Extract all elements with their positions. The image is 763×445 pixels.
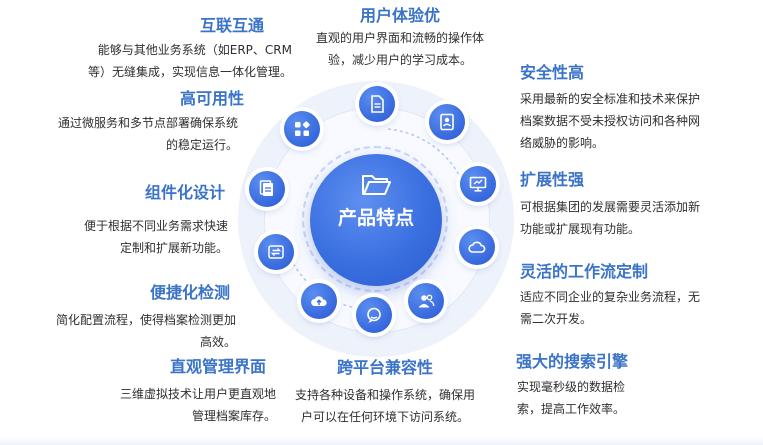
node-monitor (460, 166, 496, 202)
node-sync (258, 234, 294, 270)
feature-desc: 管理档案库存。 (191, 409, 276, 423)
feature-title: 灵活的工作流定制 (520, 262, 649, 281)
bottom-strip (0, 437, 763, 445)
node-users (408, 283, 444, 319)
feature-desc: 直观的用户界面和流畅的操作体 (315, 31, 484, 45)
feature-desc: 适应不同企业的复杂业务流程，无 (520, 290, 701, 304)
feature-title: 扩展性强 (520, 170, 585, 189)
file-copy-icon (259, 180, 273, 196)
feature-desc: 便于根据不同业务需求快速 (83, 219, 228, 233)
node-cloud (459, 229, 495, 265)
feature-desc: 支持各种设备和操作系统，确保用 (294, 388, 475, 402)
feature-title: 高可用性 (180, 89, 245, 108)
feature-title: 安全性高 (520, 63, 585, 82)
sync-icon (268, 245, 284, 259)
feature-desc: 高效。 (199, 335, 236, 349)
feature-desc: 能够与其他业务系统（如ERP、CRM (97, 43, 292, 57)
feature-desc: 索，提高工作效率。 (517, 402, 626, 416)
feature-desc: 三维虚拟技术让用户更直观地 (119, 387, 276, 401)
chat-icon (367, 307, 381, 323)
feature-desc: 等）无缝集成，实现信息一体化管理。 (87, 65, 292, 79)
feature-title: 直观管理界面 (170, 357, 267, 376)
feature-desc: 实现毫秒级的数据检 (517, 380, 626, 394)
node-file-copy (249, 171, 285, 207)
node-contact-book (429, 104, 465, 140)
hub-title: 产品特点 (337, 207, 414, 229)
node-cloud-upload (301, 283, 337, 319)
feature-title: 组件化设计 (145, 183, 226, 202)
feature-desc: 户可以在任何环境下访问系统。 (300, 410, 469, 424)
node-apps-grid (284, 111, 320, 147)
feature-title: 跨平台兼容性 (336, 358, 433, 377)
folder-open-icon (362, 175, 391, 195)
hub-dashed-ring (302, 146, 448, 292)
feature-desc: 验，减少用户的学习成本。 (327, 53, 472, 67)
node-document (359, 86, 395, 122)
contact-book-icon (440, 113, 454, 131)
feature-desc: 的稳定运行。 (165, 138, 238, 152)
feature-desc: 需二次开发。 (520, 312, 593, 326)
center-hub (310, 154, 442, 286)
feature-desc: 络威胁的影响。 (520, 136, 605, 150)
feature-title: 强大的搜索引擎 (516, 352, 629, 371)
users-icon (418, 294, 435, 308)
feature-desc: 功能或扩展现有功能。 (520, 222, 641, 236)
feature-title: 互联互通 (200, 16, 265, 35)
feature-desc: 档案数据不受未授权访问和各种网 (520, 114, 701, 128)
feature-desc: 可根据集团的发展需要灵活添加新 (520, 200, 701, 214)
feature-desc: 采用最新的安全标准和技术来保护 (520, 92, 701, 106)
apps-grid-icon (295, 121, 310, 136)
feature-desc: 简化配置流程，使得档案检测更加 (55, 313, 236, 327)
feature-title: 便捷化检测 (150, 283, 231, 302)
document-icon (371, 95, 384, 113)
cloud-icon (468, 241, 486, 253)
feature-desc: 通过微服务和多节点部署确保系统 (57, 116, 238, 130)
feature-title: 用户体验优 (359, 6, 440, 25)
monitor-icon (469, 176, 487, 192)
feature-desc: 定制和扩展新功能。 (119, 241, 228, 255)
node-chat (356, 297, 392, 333)
cloud-upload-icon (311, 296, 327, 306)
